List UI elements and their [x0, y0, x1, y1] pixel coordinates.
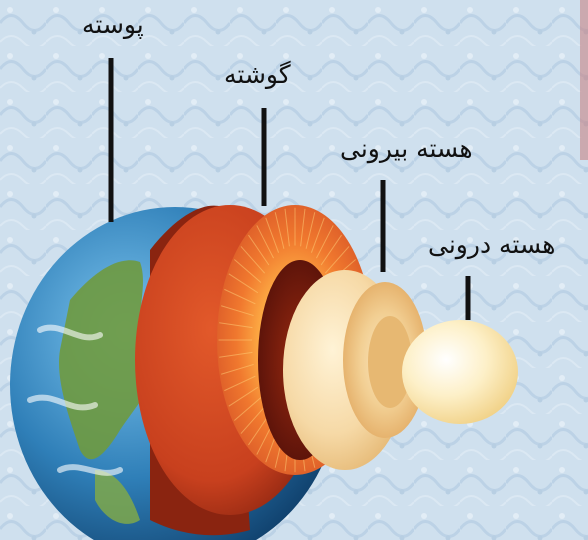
label-crust: پوسته	[82, 12, 144, 37]
label-outer-core: هسته بیرونی	[340, 136, 473, 161]
label-mantle: گوشته	[224, 62, 291, 87]
label-inner-core: هسته درونی	[428, 232, 555, 257]
frame-edge	[580, 0, 588, 160]
inner-core-sphere	[402, 320, 518, 424]
